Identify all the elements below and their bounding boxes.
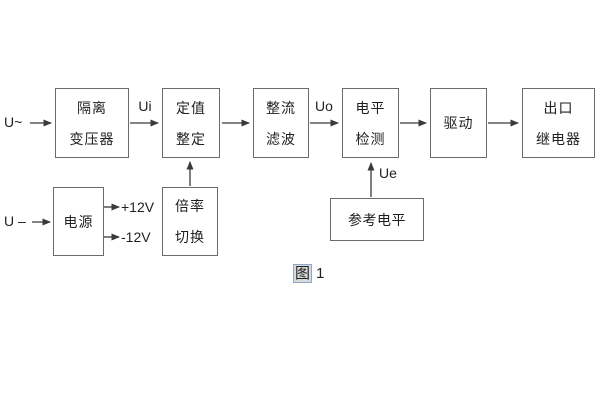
block-reference-level: 参考电平 (330, 198, 424, 241)
label-rail-positive: +12V (121, 199, 155, 215)
block-power-supply: 电源 (53, 187, 104, 256)
block-ratio-switching: 倍率 切换 (162, 187, 218, 256)
block-label-line: 变压器 (69, 130, 115, 147)
block-label-line: 检测 (355, 130, 386, 147)
block-level-detection: 电平 检测 (342, 88, 399, 158)
block-label-line: 切换 (175, 229, 205, 245)
block-label-line: 定值 (176, 99, 206, 116)
label-signal-uo: Uo (315, 98, 333, 114)
block-label-line: 电源 (63, 213, 94, 230)
block-output-relay: 出口 继电器 (522, 88, 595, 158)
label-rail-negative: -12V (121, 229, 151, 245)
block-label-line: 整流 (266, 99, 296, 116)
label-ac-input: U~ (4, 114, 23, 130)
label-signal-ue: Ue (379, 165, 397, 181)
block-driver: 驱动 (430, 88, 487, 158)
block-label-line: 出口 (543, 99, 574, 116)
block-isolation-transformer: 隔离 变压器 (55, 88, 129, 158)
block-label-line: 驱动 (443, 115, 474, 131)
block-rectify-filter: 整流 滤波 (253, 88, 309, 158)
figure-caption-number: 1 (316, 265, 325, 282)
label-dc-input: U – (4, 213, 26, 229)
block-label-line: 继电器 (536, 130, 581, 147)
block-label-line: 整定 (176, 130, 206, 147)
label-signal-ui: Ui (138, 98, 152, 114)
block-setting-adjustment: 定值 整定 (162, 88, 220, 158)
block-label-line: 参考电平 (348, 211, 406, 228)
block-label-line: 倍率 (175, 198, 205, 214)
block-label-line: 电平 (355, 99, 386, 116)
block-label-line: 滤波 (266, 130, 296, 147)
block-label-line: 隔离 (77, 99, 107, 116)
figure-caption-prefix: 图 (294, 265, 312, 282)
